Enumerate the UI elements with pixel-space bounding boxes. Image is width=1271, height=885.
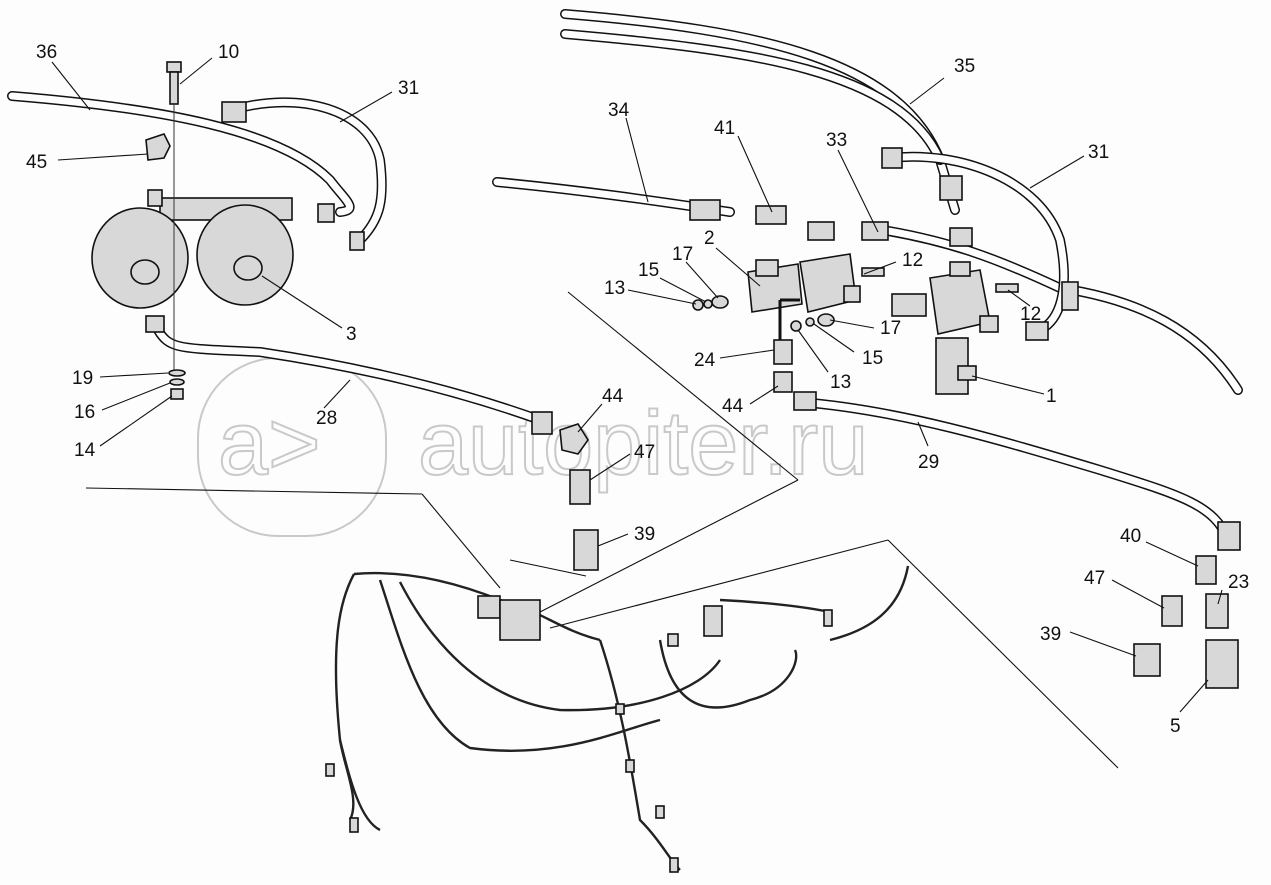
fitting-35-elbow — [939, 175, 963, 201]
fitting-24 — [773, 339, 793, 365]
hose-31-right — [885, 151, 1069, 335]
callout-39-right: 39 — [1040, 624, 1061, 645]
fitting-31-right-end — [881, 147, 903, 169]
callout-23: 23 — [1228, 572, 1249, 593]
adapter-47-right — [1161, 595, 1183, 627]
fitting-35-end — [949, 227, 973, 247]
callout-12-right: 12 — [1020, 304, 1041, 325]
callout-13-left: 13 — [604, 278, 625, 299]
fitting-33 — [861, 221, 889, 241]
callout-35: 35 — [954, 56, 975, 77]
callout-17-left: 17 — [672, 244, 693, 265]
overview-harness — [325, 565, 910, 873]
watermark-logo: a> — [218, 394, 321, 494]
callout-24: 24 — [694, 350, 716, 371]
callout-5: 5 — [1170, 716, 1181, 737]
callout-16: 16 — [74, 402, 95, 423]
coupler-5 — [1205, 639, 1239, 689]
callout-31-right: 31 — [1088, 142, 1109, 163]
fitting-28-end — [531, 411, 553, 435]
coupler-39-right — [1133, 643, 1161, 677]
nut-13-a — [692, 299, 704, 311]
hose-29 — [795, 397, 1233, 545]
callout-10: 10 — [218, 42, 239, 63]
nut-13-b — [790, 320, 802, 332]
callout-1: 1 — [1046, 386, 1057, 407]
callout-28: 28 — [316, 408, 337, 429]
callout-15-right: 15 — [862, 348, 883, 369]
callout-29: 29 — [918, 452, 939, 473]
screw-12-b — [995, 283, 1019, 293]
fitting-34-end — [689, 199, 721, 221]
callout-19: 19 — [72, 368, 93, 389]
fitting-main-right — [1061, 281, 1079, 311]
washer-17-a — [711, 295, 729, 309]
hose-31-left — [227, 97, 387, 245]
fitting-44-left — [559, 423, 589, 455]
valve-block-2 — [747, 221, 861, 313]
washer-17-b — [817, 313, 835, 327]
hose-35 — [560, 9, 960, 215]
callout-2: 2 — [704, 228, 715, 249]
callout-15-left: 15 — [638, 260, 659, 281]
filter-assembly — [91, 189, 365, 333]
overview-lines — [85, 291, 1119, 769]
hose-28 — [153, 325, 545, 425]
adapter-47-left — [569, 469, 591, 505]
bolt-10 — [166, 61, 182, 376]
callout-45: 45 — [26, 152, 47, 173]
leader-lines — [51, 57, 1223, 713]
callout-47-left: 47 — [634, 442, 655, 463]
tee-41 — [755, 205, 787, 225]
callout-47-right: 47 — [1084, 568, 1105, 589]
callout-3: 3 — [346, 324, 357, 345]
callout-33: 33 — [826, 130, 847, 151]
watermark: a> autopiter.ru — [197, 357, 869, 537]
callout-14: 14 — [74, 440, 96, 461]
washer-16 — [169, 378, 185, 386]
fitting-31-end — [221, 101, 247, 123]
valve-block-1 — [891, 261, 1049, 395]
elbow-29-end — [1217, 521, 1241, 551]
callout-17-right: 17 — [880, 318, 901, 339]
callout-12-left: 12 — [902, 250, 923, 271]
callout-34: 34 — [608, 100, 630, 121]
adapter-40 — [1195, 555, 1217, 585]
coupler-39-left — [573, 529, 599, 571]
washer-19 — [168, 369, 186, 377]
fitting-44-right — [773, 371, 793, 393]
callout-36: 36 — [36, 42, 57, 63]
callout-44-right: 44 — [722, 396, 744, 417]
callout-44-left: 44 — [602, 386, 624, 407]
callout-40: 40 — [1120, 526, 1141, 547]
fitting-45 — [145, 133, 171, 161]
washer-15-b — [805, 317, 815, 327]
callout-13-right: 13 — [830, 372, 851, 393]
nut-14 — [170, 388, 184, 400]
callout-numbers: 36 10 31 45 3 19 16 14 28 34 41 35 33 31… — [26, 42, 1249, 737]
fitting-23 — [1205, 593, 1229, 629]
screw-12-a — [861, 267, 885, 277]
callout-31-left: 31 — [398, 78, 419, 99]
callout-39-left: 39 — [634, 524, 655, 545]
hose-36 — [7, 91, 355, 217]
callout-41: 41 — [714, 118, 735, 139]
fitting-29-end — [793, 391, 817, 411]
